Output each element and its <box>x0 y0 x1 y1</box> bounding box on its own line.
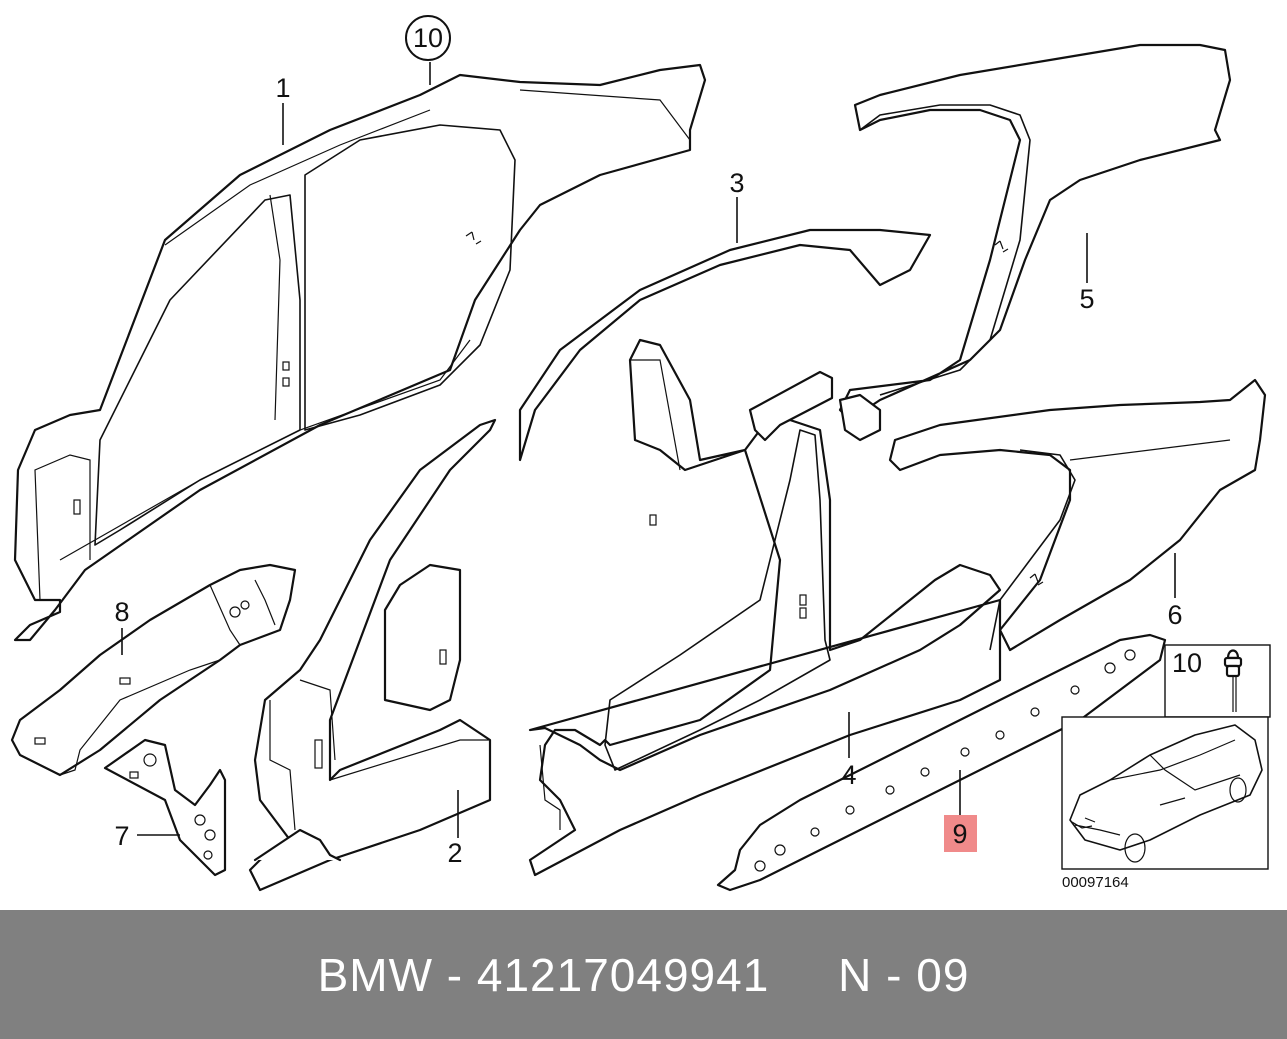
part-6-rear-quarter-lower <box>888 378 1267 652</box>
inset-rivet-box: 10 <box>1164 644 1271 718</box>
callout-6: 6 <box>1167 600 1182 630</box>
reference-number: 00097164 <box>1062 874 1129 891</box>
part-7-bracket <box>103 738 227 877</box>
rivet-icon <box>1223 649 1243 712</box>
rocker-strip-holes <box>754 649 1136 872</box>
part-5-rear-quarter-upper <box>838 43 1232 442</box>
part-number-caption: BMW - 41217049941 N - 09 <box>317 948 970 1001</box>
callouts: 1 10 3 5 6 4 2 8 7 9 <box>114 15 1183 868</box>
leader-lines <box>121 62 1176 838</box>
part-9-rocker-strip <box>716 633 1167 892</box>
callout-9: 9 <box>952 819 967 849</box>
callout-8: 8 <box>114 597 129 627</box>
callout-7: 7 <box>114 821 129 851</box>
callout-1: 1 <box>275 73 290 103</box>
part-8-inner-rail <box>10 563 297 777</box>
callout-2: 2 <box>447 838 462 868</box>
footer-band: BMW - 41217049941 N - 09 <box>0 910 1287 1039</box>
inset-part-label: 10 <box>1172 648 1202 678</box>
parts-diagram: 10 00097164 <box>10 15 1271 892</box>
inset-car-thumbnail: 00097164 <box>1061 716 1269 891</box>
part-1-side-frame <box>13 63 707 642</box>
part-2-pillar-sill <box>248 418 497 892</box>
callout-4: 4 <box>841 760 856 790</box>
callout-10-circle <box>405 15 451 61</box>
car-icon <box>1069 724 1263 863</box>
part-3-4-side-frame <box>518 228 1002 877</box>
callout-10: 10 <box>413 23 443 53</box>
callout-3: 3 <box>729 168 744 198</box>
callout-9-highlight <box>944 815 977 852</box>
callout-5: 5 <box>1079 284 1094 314</box>
